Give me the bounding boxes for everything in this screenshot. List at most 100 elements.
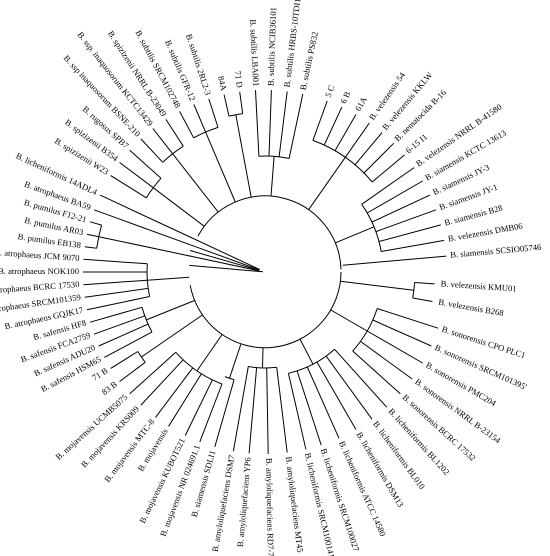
clade-stem: [308, 157, 346, 210]
tip-branch: [363, 142, 395, 174]
tip-branch: [352, 350, 401, 395]
tip-branch: [334, 348, 388, 408]
tip-branch: [223, 94, 230, 117]
tip-branch: [278, 91, 288, 157]
taxon-label: B. subtilis NCIB36101: [265, 7, 278, 86]
outgroup-branch: [191, 244, 260, 271]
tip-branch: [89, 221, 102, 226]
clade-arc: [137, 351, 146, 363]
tip-branch: [89, 306, 143, 323]
tip-branch: [248, 367, 258, 454]
tip-branch: [83, 258, 148, 265]
tip-branch: [239, 91, 244, 114]
tip-branch: [214, 379, 235, 448]
tip-branch: [99, 194, 195, 240]
taxon-label: 83 B: [100, 379, 119, 397]
clade-arc: [352, 308, 378, 352]
taxon-label: 5 C: [323, 83, 337, 98]
tip-branch: [323, 106, 343, 146]
tip-branch: [316, 361, 357, 430]
clade-stem: [299, 339, 314, 365]
tip-branch: [93, 315, 145, 335]
clade-stem: [330, 309, 368, 332]
tip-branch: [354, 132, 383, 166]
taxon-label: B. siamensis SCSIO05746: [450, 242, 543, 260]
tip-branch: [312, 100, 328, 141]
backbone-arc: [189, 271, 342, 349]
taxon-label: B. subtilis LBA001: [248, 19, 261, 87]
tip-branch: [342, 255, 447, 266]
taxon-label: B. atrophaeus JCM 9070: [0, 247, 80, 263]
tip-branch: [140, 359, 184, 406]
tip-branch: [208, 98, 219, 128]
tip-branch: [266, 367, 269, 455]
clade-stem: [235, 114, 252, 198]
clade-stem: [335, 226, 375, 244]
taxon-label: 71 D: [233, 70, 245, 88]
clade-stem: [270, 156, 275, 197]
taxon-label: B. amyloliquefaciens YP6: [235, 456, 253, 547]
tip-branch: [255, 90, 260, 157]
tip-branch: [276, 367, 288, 453]
taxon-label: B. amyloliquefaciens DSM7: [210, 453, 237, 552]
outgroup-branch: [189, 250, 260, 271]
tip-branch: [84, 287, 149, 298]
tip-branch: [129, 149, 162, 179]
tip-branch: [193, 104, 207, 133]
clade-stem: [146, 300, 195, 321]
clade-arc: [162, 145, 184, 163]
tip-branch: [375, 209, 437, 233]
clade-stem: [205, 131, 236, 203]
taxon-label: B. subtilis PS832: [298, 31, 320, 91]
tip-branch: [155, 367, 194, 418]
outgroup-branch: [188, 255, 260, 272]
taxon-label: B. licheniformis BL010: [371, 419, 427, 491]
tip-branch: [179, 111, 195, 139]
tip-branch: [168, 373, 202, 427]
tip-branch: [414, 282, 435, 285]
tip-branch: [93, 209, 192, 246]
clade-stem: [152, 187, 205, 227]
tip-branch: [140, 138, 164, 163]
clade-stem: [262, 347, 264, 369]
tip-branch: [268, 90, 272, 157]
tip-branch: [306, 366, 340, 439]
taxon-label: B. atrophaeus NOK100: [0, 266, 79, 276]
clade-arc: [224, 376, 235, 381]
tip-branch: [199, 383, 223, 443]
tip-branch: [288, 93, 304, 159]
tip-branch: [129, 351, 177, 395]
tip-branch: [296, 370, 322, 446]
taxon-label: B. amyloliquefaciens RD7-7: [264, 458, 276, 556]
clade-stem: [172, 153, 219, 213]
tip-branch: [110, 175, 147, 199]
tip-branch: [232, 366, 249, 452]
tip-branch: [371, 154, 405, 183]
tip-branch: [412, 297, 433, 302]
tip-branch: [378, 224, 441, 242]
tip-branch: [360, 340, 413, 380]
taxon-label: 6 B: [338, 90, 352, 106]
tip-branch: [110, 351, 139, 369]
clade-arc: [361, 204, 382, 252]
tip-branch: [83, 279, 148, 286]
clade-arc: [193, 126, 219, 139]
tip-branch: [381, 239, 445, 252]
tip-branch: [366, 180, 423, 214]
clade-arc: [258, 155, 290, 159]
root-branch: [189, 264, 264, 273]
tip-branch: [334, 114, 357, 152]
tip-branch: [84, 246, 97, 249]
clade-stem: [229, 343, 242, 379]
taxon-label: 84A: [216, 75, 229, 92]
tip-branch: [371, 194, 431, 223]
clade-stem: [98, 236, 191, 257]
taxon-label: 71 B: [90, 365, 109, 382]
taxon-label: B. velezensis KMU01: [440, 278, 517, 293]
taxon-label: B. amyloliquefaciens MT45: [284, 456, 306, 553]
tip-branch: [98, 323, 149, 347]
tip-branch: [372, 319, 432, 347]
taxon-label: B. velezensis B268: [438, 297, 505, 318]
